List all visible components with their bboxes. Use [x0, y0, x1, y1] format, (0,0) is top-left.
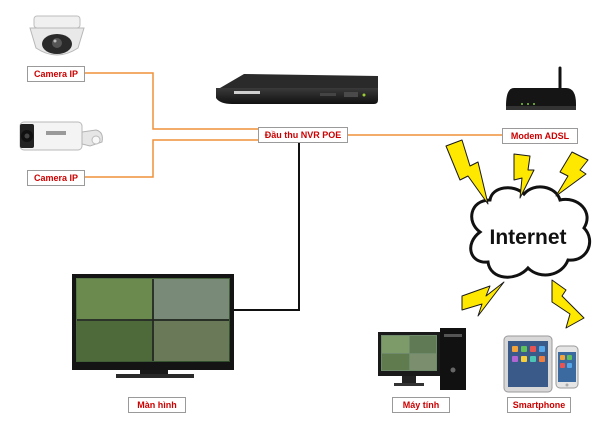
modem-icon: [506, 66, 576, 110]
wireless-lightning-icons: [445, 139, 589, 329]
nvr-recorder-icon: [216, 74, 378, 104]
cable-camera1-nvr: [83, 72, 258, 130]
camera-ip-label-1: Camera IP: [27, 66, 85, 82]
monitor-label: Màn hình: [128, 397, 186, 413]
smartphone-label: Smartphone: [507, 397, 571, 413]
lan-cables: [83, 72, 502, 178]
camera-ip-label-2: Camera IP: [27, 170, 85, 186]
modem-label: Modem ADSL: [502, 128, 578, 144]
desktop-computer-icon: [378, 328, 466, 390]
lightning-bolt-4: [461, 281, 505, 317]
lightning-bolt-5: [551, 279, 585, 329]
cable-camera2-nvr: [83, 139, 258, 178]
dome-camera-icon: [29, 15, 85, 56]
tablet-icon: [503, 335, 553, 393]
internet-label: Internet: [489, 226, 566, 249]
lightning-bolt-1: [445, 139, 489, 205]
cable-nvr-monitor: [232, 143, 300, 311]
computer-label: Máy tính: [392, 397, 450, 413]
lightning-bolt-2: [513, 153, 535, 199]
bullet-camera-icon: [19, 121, 103, 151]
lightning-bolt-3: [555, 151, 589, 197]
internet-cloud-icon: [469, 185, 591, 279]
nvr-label: Đầu thu NVR POE: [258, 127, 348, 143]
tv-monitor-icon: [72, 274, 234, 378]
phone-icon: [555, 345, 579, 389]
